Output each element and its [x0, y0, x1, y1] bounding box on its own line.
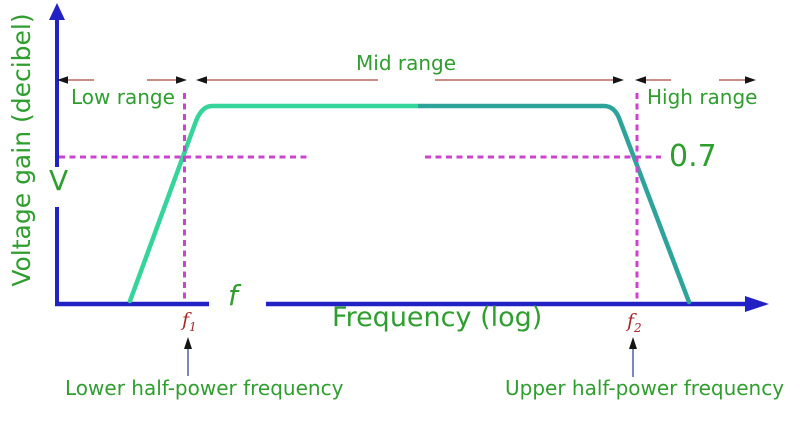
high-range-right-arrowhead-icon	[745, 76, 756, 84]
response-curve	[127, 103, 692, 305]
y-axis-title: Voltage gain (decibel)	[7, 13, 36, 287]
high-range-label: High range	[647, 85, 758, 109]
f-axis-mark: f	[228, 279, 238, 312]
mid-range-left-arrowhead-icon	[196, 76, 207, 84]
f1-label: f1	[182, 309, 197, 333]
f2-base: f	[627, 310, 635, 332]
f2-pointer-arrowhead-icon	[629, 337, 637, 349]
low-range-right-arrowhead-icon	[176, 76, 187, 84]
x-axis-title: Frequency (log)	[332, 302, 543, 333]
f1-pointer-arrowhead-icon	[184, 337, 192, 349]
lower-half-power-label: Lower half-power frequency	[65, 376, 344, 400]
low-range-label: Low range	[71, 85, 175, 109]
half-power-gain-value: 0.7	[669, 139, 717, 174]
f1-subscript: 1	[189, 319, 197, 334]
y-axis-arrow-icon	[49, 3, 65, 20]
mid-range-label: Mid range	[356, 51, 457, 75]
x-axis-arrow-icon	[745, 296, 769, 312]
f1-base: f	[182, 309, 190, 331]
f2-label: f2	[627, 310, 642, 334]
f2-subscript: 2	[634, 320, 642, 335]
v-axis-mark: V	[49, 164, 69, 197]
low-range-left-arrowhead-icon	[57, 76, 68, 84]
upper-half-power-label: Upper half-power frequency	[505, 376, 785, 400]
high-range-left-arrowhead-icon	[635, 76, 646, 84]
mid-range-right-arrowhead-icon	[613, 76, 624, 84]
